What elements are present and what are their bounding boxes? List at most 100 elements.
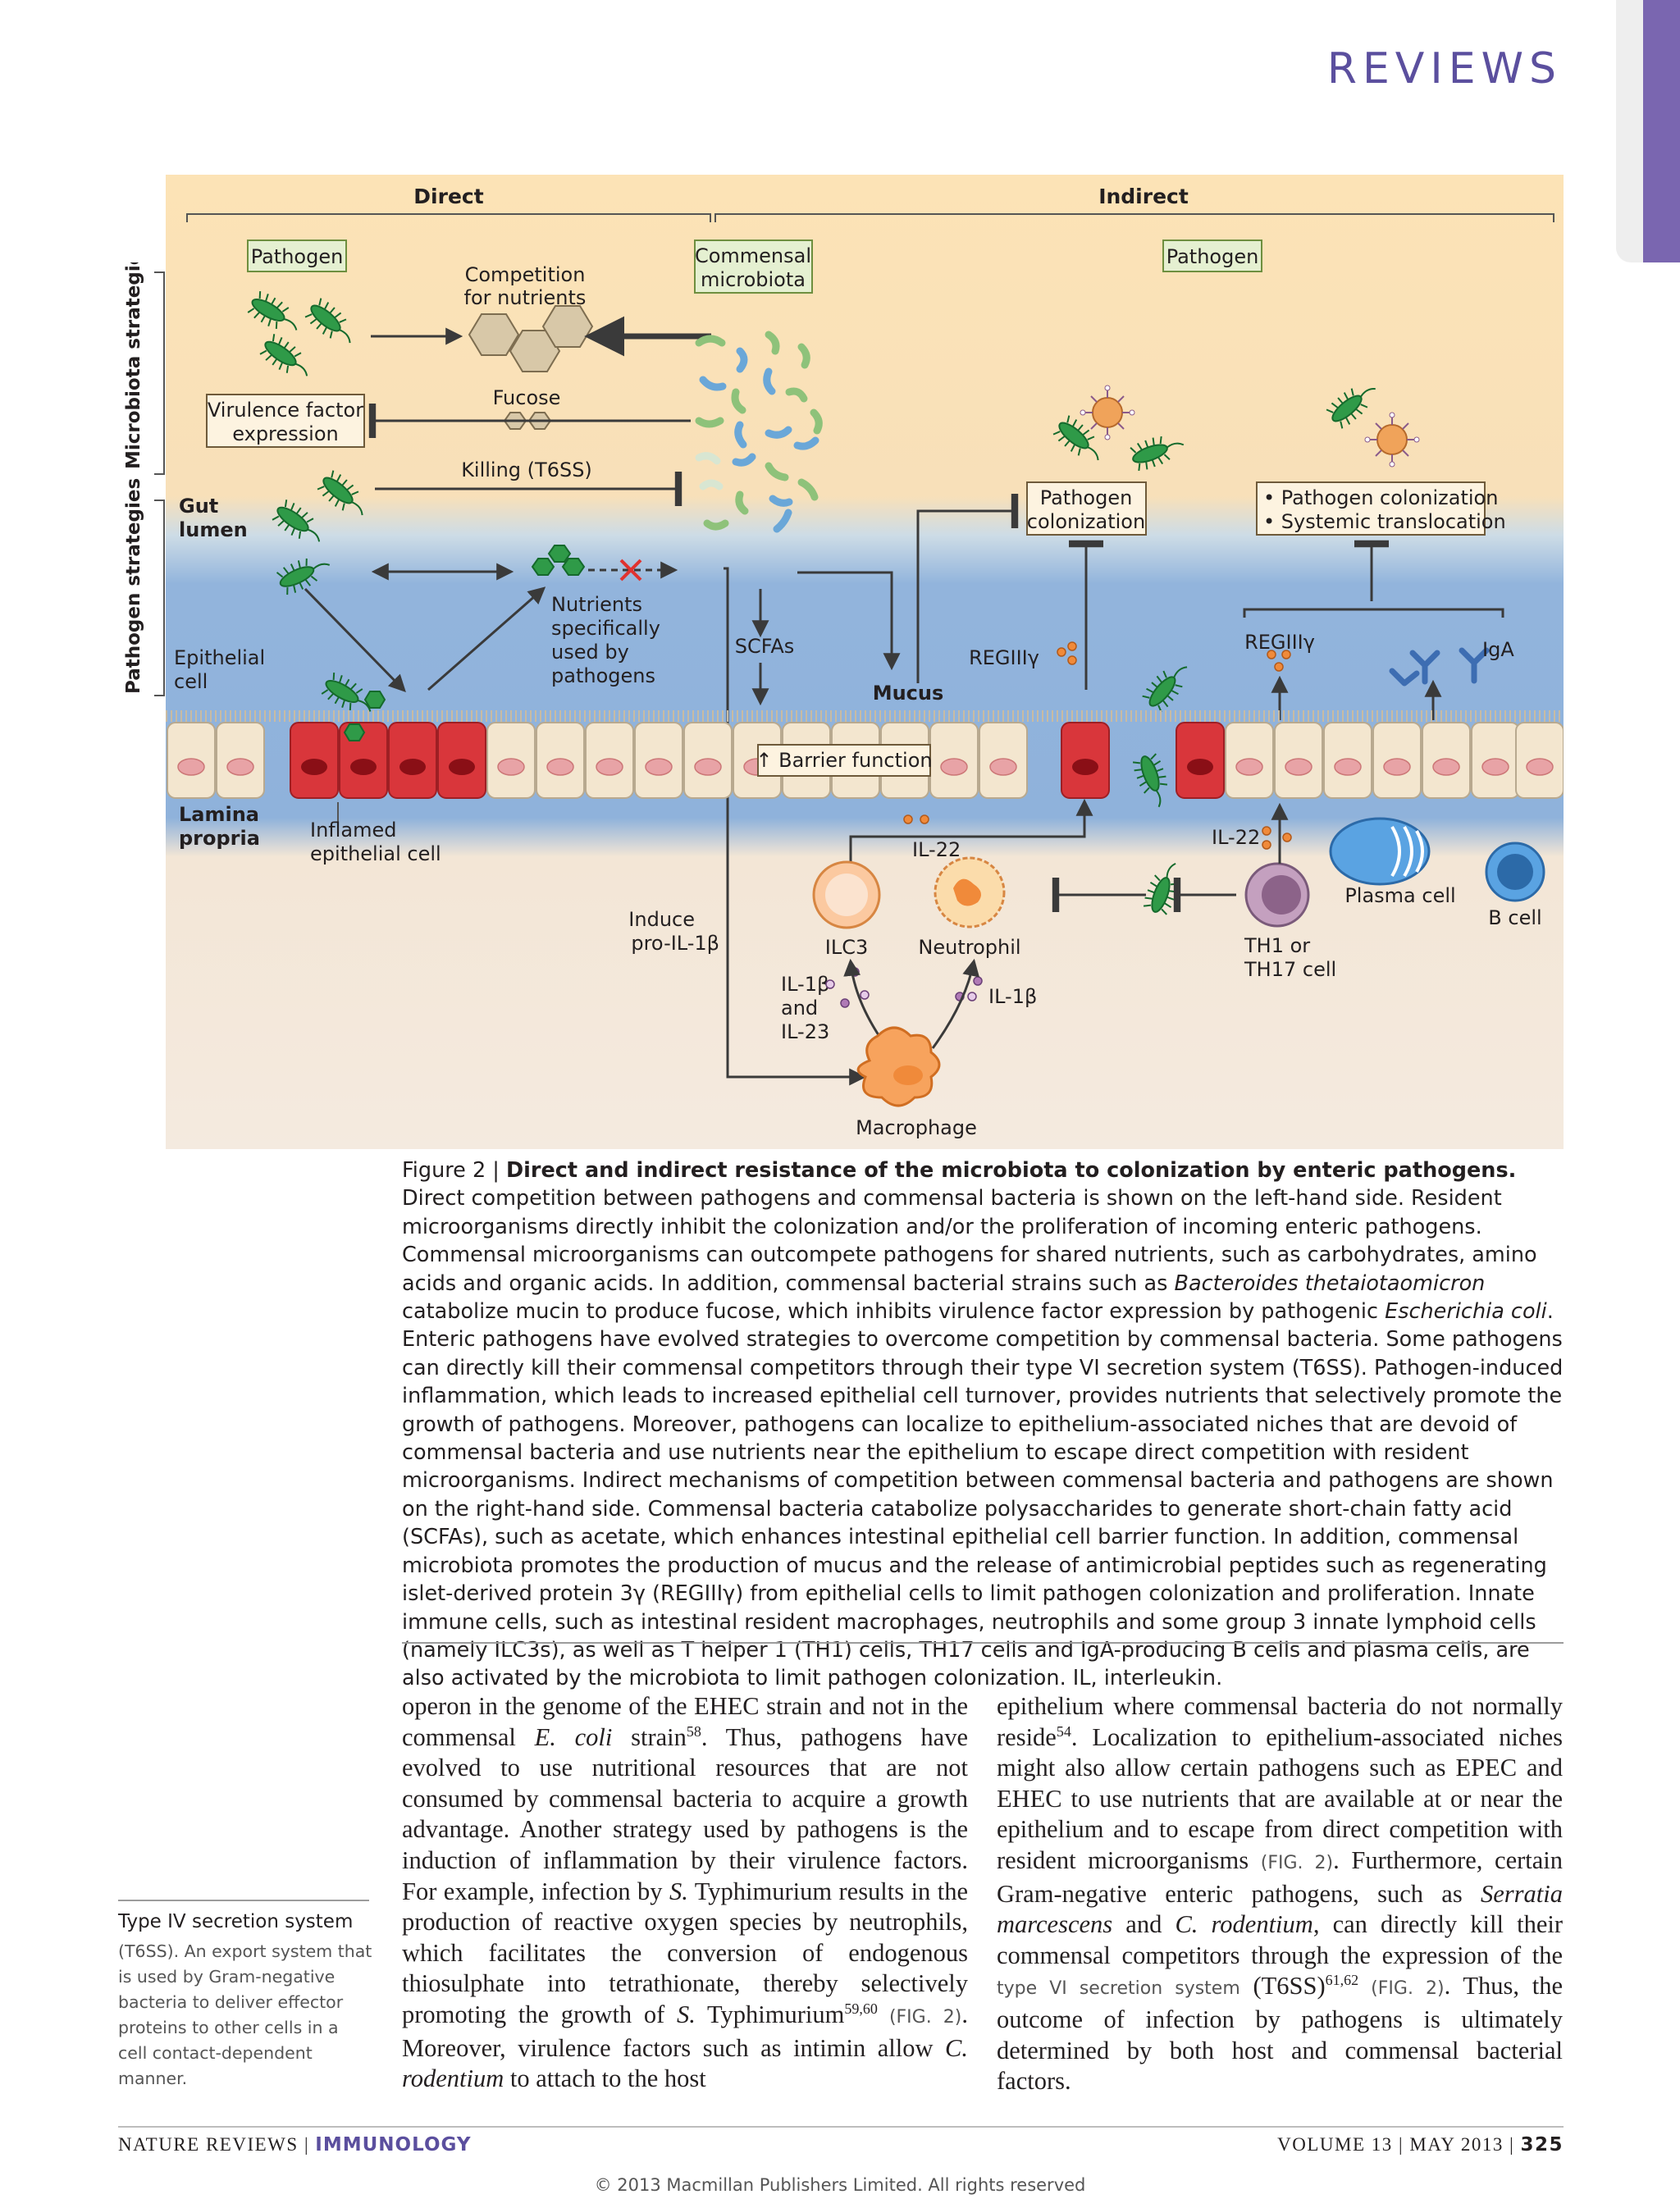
journal-subject: IMMUNOLOGY bbox=[315, 2134, 472, 2156]
body-text: . Thus, the outcome of infection by path… bbox=[997, 1972, 1563, 2096]
body-text: . Localization to epithelium-associated … bbox=[997, 1722, 1563, 1874]
regiii-left-label: REGIIIγ bbox=[969, 646, 1039, 669]
gut-lumen-label-2: lumen bbox=[179, 518, 248, 541]
volume: VOLUME 13 bbox=[1277, 2134, 1393, 2155]
plasma-cell bbox=[1329, 817, 1431, 886]
pathogen-colonization-box-2: colonization bbox=[1027, 510, 1145, 533]
fucose-label: Fucose bbox=[493, 386, 561, 409]
body-column-right: epithelium where commensal bacteria do n… bbox=[997, 1691, 1563, 2097]
pathogen-box-left: Pathogen bbox=[251, 245, 344, 268]
nutrients-label-4: pathogens bbox=[551, 664, 655, 687]
barrier-function-box: ↑ Barrier function bbox=[756, 749, 932, 772]
indirect-label: Indirect bbox=[1098, 185, 1189, 208]
inflamed-label-2: epithelial cell bbox=[310, 842, 441, 865]
gut-lumen-label-1: Gut bbox=[179, 495, 218, 518]
induce-label-2: pro-IL-1β bbox=[631, 932, 719, 955]
body-text: , can directly kill their commensal comp… bbox=[997, 1910, 1563, 1969]
il22-right-label: IL-22 bbox=[1212, 826, 1260, 849]
figure-link[interactable]: (FIG. 2) bbox=[1260, 1852, 1334, 1873]
page-number: 325 bbox=[1520, 2134, 1564, 2156]
body-text: (T6SS) bbox=[1239, 1972, 1326, 2000]
epithelial-label-2: cell bbox=[174, 670, 208, 693]
bullet-translocation: • Systemic translocation bbox=[1263, 510, 1506, 533]
body-text: and bbox=[1112, 1910, 1176, 1939]
bullet-colonization: • Pathogen colonization bbox=[1263, 486, 1498, 509]
il1b-il23-label-2: and bbox=[781, 997, 818, 1020]
side-label-panel: Microbiota strategies Pathogen strategie… bbox=[123, 262, 165, 696]
figure-link[interactable]: (FIG. 2) bbox=[877, 2006, 962, 2028]
reference-link[interactable]: 61,62 bbox=[1325, 1972, 1359, 1989]
epithelium bbox=[166, 710, 1564, 799]
neutrophil-cell bbox=[934, 856, 1006, 928]
body-text: . Thus, pathogens have evolved to use nu… bbox=[402, 1722, 969, 1905]
glossary-divider bbox=[118, 1900, 369, 1901]
nutrients-label-1: Nutrients bbox=[551, 593, 642, 616]
body-text: to attach to the host bbox=[504, 2064, 706, 2093]
macrophage-cell bbox=[856, 1026, 941, 1107]
induce-label-1: Induce bbox=[628, 908, 695, 931]
journal-section-header: REVIEWS bbox=[1326, 44, 1562, 94]
pathogen-box-right: Pathogen bbox=[1166, 245, 1259, 268]
commensal-cluster bbox=[695, 331, 823, 533]
direct-label: Direct bbox=[413, 185, 483, 208]
plasma-cell-label: Plasma cell bbox=[1344, 884, 1455, 907]
caption-prefix: Figure 2 | bbox=[402, 1158, 506, 1183]
footer-divider bbox=[118, 2126, 1564, 2128]
footer-issue: VOLUME 13 | MAY 2013 | 325 bbox=[1277, 2134, 1564, 2156]
pathogen-strategies-label: Pathogen strategies bbox=[123, 478, 144, 694]
nutrients-label-3: used by bbox=[551, 641, 629, 664]
killing-label: Killing (T6SS) bbox=[461, 458, 592, 481]
macrophage-label: Macrophage bbox=[856, 1116, 977, 1139]
body-text: Typhimurium bbox=[695, 2000, 845, 2028]
iga-label: IgA bbox=[1482, 638, 1514, 661]
virulence-box-line1: Virulence factor bbox=[208, 399, 363, 422]
iga-antibodies bbox=[1389, 647, 1490, 687]
issue-date: MAY 2013 bbox=[1409, 2134, 1504, 2155]
il1b-il23-label-1: IL-1β bbox=[781, 973, 829, 996]
pathogen-colonization-box-1: Pathogen bbox=[1040, 486, 1133, 509]
body-italic: C. rodentium bbox=[402, 2033, 968, 2093]
nutrients-label-2: specifically bbox=[551, 617, 660, 640]
il22-left-label: IL-22 bbox=[912, 838, 961, 861]
reference-link[interactable]: 54 bbox=[1056, 1722, 1071, 1740]
body-italic: Serratia marcescens bbox=[997, 1879, 1563, 1939]
body-text: . Furthermore, certain Gram-negative ent… bbox=[997, 1845, 1564, 1908]
caption-text-2: catabolize mucin to produce fucose, whic… bbox=[402, 1299, 1386, 1325]
mucus-label: Mucus bbox=[873, 682, 944, 705]
il1b-il23-label-3: IL-23 bbox=[781, 1020, 829, 1043]
body-text: . Moreover, virulence factors such as in… bbox=[402, 2000, 968, 2062]
figure-link[interactable]: (FIG. 2) bbox=[1358, 1978, 1445, 2000]
caption-species-1: Bacteroides thetaiotaomicron bbox=[1174, 1271, 1486, 1296]
microbiota-strategies-label: Microbiota strategies bbox=[123, 262, 144, 469]
body-italic: S. bbox=[677, 2000, 696, 2028]
lamina-propria-label-1: Lamina bbox=[179, 803, 259, 826]
epithelial-label-1: Epithelial bbox=[174, 646, 265, 669]
regiii-right-label: REGIIIγ bbox=[1244, 631, 1315, 654]
neutrophil-label: Neutrophil bbox=[918, 936, 1020, 959]
body-italic: E. coli bbox=[534, 1722, 613, 1751]
lamina-propria-label-2: propria bbox=[179, 827, 260, 850]
reference-link[interactable]: 58 bbox=[686, 1722, 701, 1740]
body-text: Typhimurium results in the production of… bbox=[402, 1877, 968, 2028]
scfas-label: SCFAs bbox=[735, 635, 795, 658]
competition-label-1: Competition bbox=[465, 263, 586, 286]
caption-title: Direct and indirect resistance of the mi… bbox=[506, 1158, 1517, 1183]
footer-journal: NATURE REVIEWS | IMMUNOLOGY bbox=[118, 2134, 472, 2156]
glossary-definition: (T6SS). An export system that is used by… bbox=[118, 1941, 372, 2088]
figure-caption: Figure 2 | Direct and indirect resistanc… bbox=[402, 1156, 1564, 1693]
il1b-label: IL-1β bbox=[988, 985, 1037, 1008]
reference-link[interactable]: 59,60 bbox=[844, 2000, 878, 2017]
journal-name: NATURE REVIEWS bbox=[118, 2134, 299, 2155]
b-cell-label: B cell bbox=[1488, 906, 1541, 929]
th-label-1: TH1 or bbox=[1244, 934, 1310, 957]
virulence-box-line2: expression bbox=[232, 422, 338, 445]
body-text: operon in the genome of the EHEC strain … bbox=[402, 1692, 968, 1751]
section-side-tab-accent bbox=[1643, 0, 1680, 262]
glossary-link[interactable]: type VI secretion system bbox=[997, 1978, 1240, 2000]
copyright-notice: © 2013 Macmillan Publishers Limited. All… bbox=[594, 2175, 1086, 2195]
caption-divider bbox=[402, 1642, 1564, 1644]
body-italic: S. bbox=[669, 1877, 688, 1905]
commensal-box-line2: microbiota bbox=[701, 268, 806, 291]
caption-text-1: Direct competition between pathogens and… bbox=[402, 1186, 1537, 1296]
glossary-term: Type IV secretion system bbox=[118, 1911, 354, 1932]
